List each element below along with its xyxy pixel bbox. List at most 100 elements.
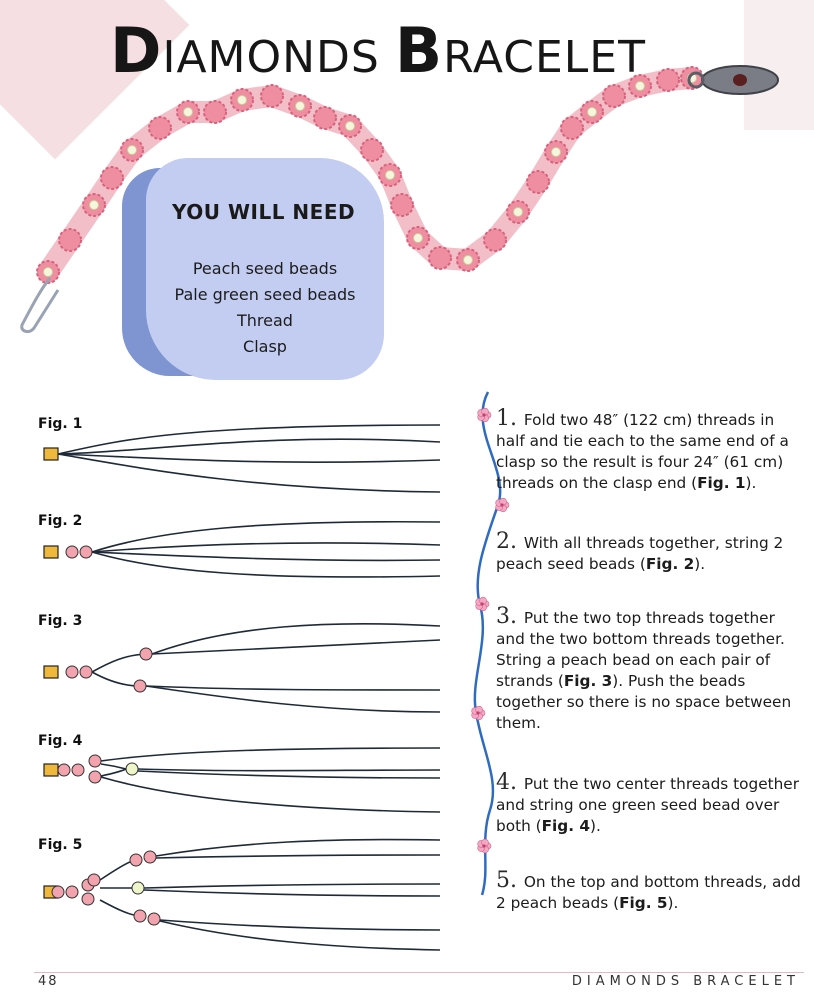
clasp-ring-icon xyxy=(687,71,705,89)
bracelet-green-bead xyxy=(237,95,247,105)
thread-line xyxy=(91,551,441,562)
peach-bead xyxy=(143,850,157,864)
thread-line xyxy=(137,770,441,779)
footer-rule xyxy=(34,972,804,973)
step-5: 5. On the top and bottom threads, add 2 … xyxy=(496,870,801,914)
vine-stem xyxy=(473,391,502,896)
bracelet-green-bead xyxy=(413,233,423,243)
thread-line xyxy=(91,542,441,553)
materials-list: Peach seed beads Pale green seed beads T… xyxy=(160,256,370,360)
clasp-block-icon xyxy=(43,665,59,679)
step-text: Fold two 48″ (122 cm) threads in half an… xyxy=(496,411,789,492)
flower-center xyxy=(500,503,504,507)
step-number: 2. xyxy=(496,529,517,554)
step-text: On the top and bottom threads, add 2 pea… xyxy=(496,873,801,912)
bracelet-bead-cluster xyxy=(203,100,227,124)
bracelet-bead-cluster xyxy=(100,166,124,190)
thread-line xyxy=(99,861,131,881)
materials-item: Peach seed beads xyxy=(192,259,338,278)
fig-1-label: Fig. 1 xyxy=(38,416,83,432)
thread-line xyxy=(159,920,441,951)
bracelet-bead-cluster xyxy=(560,116,584,140)
thread-line xyxy=(143,889,441,897)
materials-item: Pale green seed beads xyxy=(174,285,356,304)
thread-line xyxy=(57,453,441,463)
clasp-hook-icon xyxy=(20,277,60,334)
thread-line xyxy=(145,685,441,713)
step-text: Put the two top threads together and the… xyxy=(496,609,785,690)
bracelet-bead-cluster xyxy=(526,170,550,194)
bracelet-bead-cluster xyxy=(313,106,337,130)
step-text-end: ). Push the beads together so there is n… xyxy=(496,672,792,732)
peach-bead xyxy=(133,909,147,923)
bracelet-green-bead xyxy=(295,101,305,111)
bracelet-green-bead xyxy=(463,255,473,265)
flower-center xyxy=(482,413,486,417)
thread-line xyxy=(99,899,135,916)
step-text-end: ). xyxy=(667,894,679,912)
peach-bead xyxy=(51,885,65,899)
thread-line xyxy=(155,838,441,857)
peach-bead xyxy=(129,853,143,867)
step-4: 4. Put the two center threads together a… xyxy=(496,772,801,837)
thread-line xyxy=(151,639,441,655)
bracelet-bead-cluster xyxy=(656,68,680,92)
flower-center xyxy=(480,602,484,606)
step-number: 4. xyxy=(496,770,517,795)
thread-line xyxy=(57,453,441,493)
thread-line xyxy=(159,919,441,931)
fig-5-label: Fig. 5 xyxy=(38,837,83,853)
materials-item: Thread xyxy=(237,311,293,330)
running-title: DIAMONDS BRACELET xyxy=(565,974,800,989)
step-figure-ref: Fig. 1 xyxy=(697,474,746,492)
step-figure-ref: Fig. 5 xyxy=(619,894,668,912)
corner-decoration-right xyxy=(744,0,814,130)
step-text-end: ). xyxy=(694,555,706,573)
bracelet-bead-cluster xyxy=(360,138,384,162)
bracelet-bead-cluster xyxy=(148,116,172,140)
figure-drawings xyxy=(43,424,441,951)
thread-line xyxy=(100,747,441,762)
peach-bead xyxy=(57,763,71,777)
bracelet-green-bead xyxy=(345,121,355,131)
flower-icon xyxy=(471,705,486,721)
peach-bead xyxy=(147,912,161,926)
page-title: DIAMONDS BRACELET xyxy=(110,14,646,87)
step-1: 1. Fold two 48″ (122 cm) threads in half… xyxy=(496,408,801,494)
page-number: 48 xyxy=(38,974,65,989)
materials-heading: YOU WILL NEED xyxy=(172,200,356,224)
peach-bead xyxy=(71,763,85,777)
peach-bead xyxy=(65,665,79,679)
step-figure-ref: Fig. 2 xyxy=(645,555,695,573)
step-figure-ref: Fig. 4 xyxy=(541,817,591,835)
fig-2-label: Fig. 2 xyxy=(38,513,83,529)
fig-3-label: Fig. 3 xyxy=(38,613,83,629)
thread-line xyxy=(100,768,127,777)
clasp-stone-icon xyxy=(733,74,747,86)
thread-line xyxy=(57,438,441,455)
bracelet-bead-cluster xyxy=(260,84,284,108)
materials-item: Clasp xyxy=(243,337,287,356)
thread-line xyxy=(91,551,441,578)
bracelet-green-bead xyxy=(89,200,99,210)
clasp-block-icon xyxy=(43,545,59,559)
bracelet-bead-cluster xyxy=(390,193,414,217)
step-text-end: ). xyxy=(590,817,601,835)
peach-bead xyxy=(65,545,79,559)
step-number: 1. xyxy=(496,406,517,431)
thread-line xyxy=(137,768,441,772)
bracelet-green-bead xyxy=(551,147,561,157)
flower-icon xyxy=(477,838,492,854)
step-3: 3. Put the two top threads together and … xyxy=(496,606,801,734)
thread-line xyxy=(91,520,441,553)
bracelet-green-bead xyxy=(513,207,523,217)
bracelet-green-bead xyxy=(43,267,53,277)
bracelet-green-bead xyxy=(183,107,193,117)
flower-icon xyxy=(475,596,490,612)
flower-icon xyxy=(477,407,492,423)
peach-bead xyxy=(81,892,95,906)
thread-line xyxy=(143,883,441,889)
step-2: 2. With all threads together, string 2 p… xyxy=(496,531,801,575)
bracelet-green-bead xyxy=(127,145,137,155)
